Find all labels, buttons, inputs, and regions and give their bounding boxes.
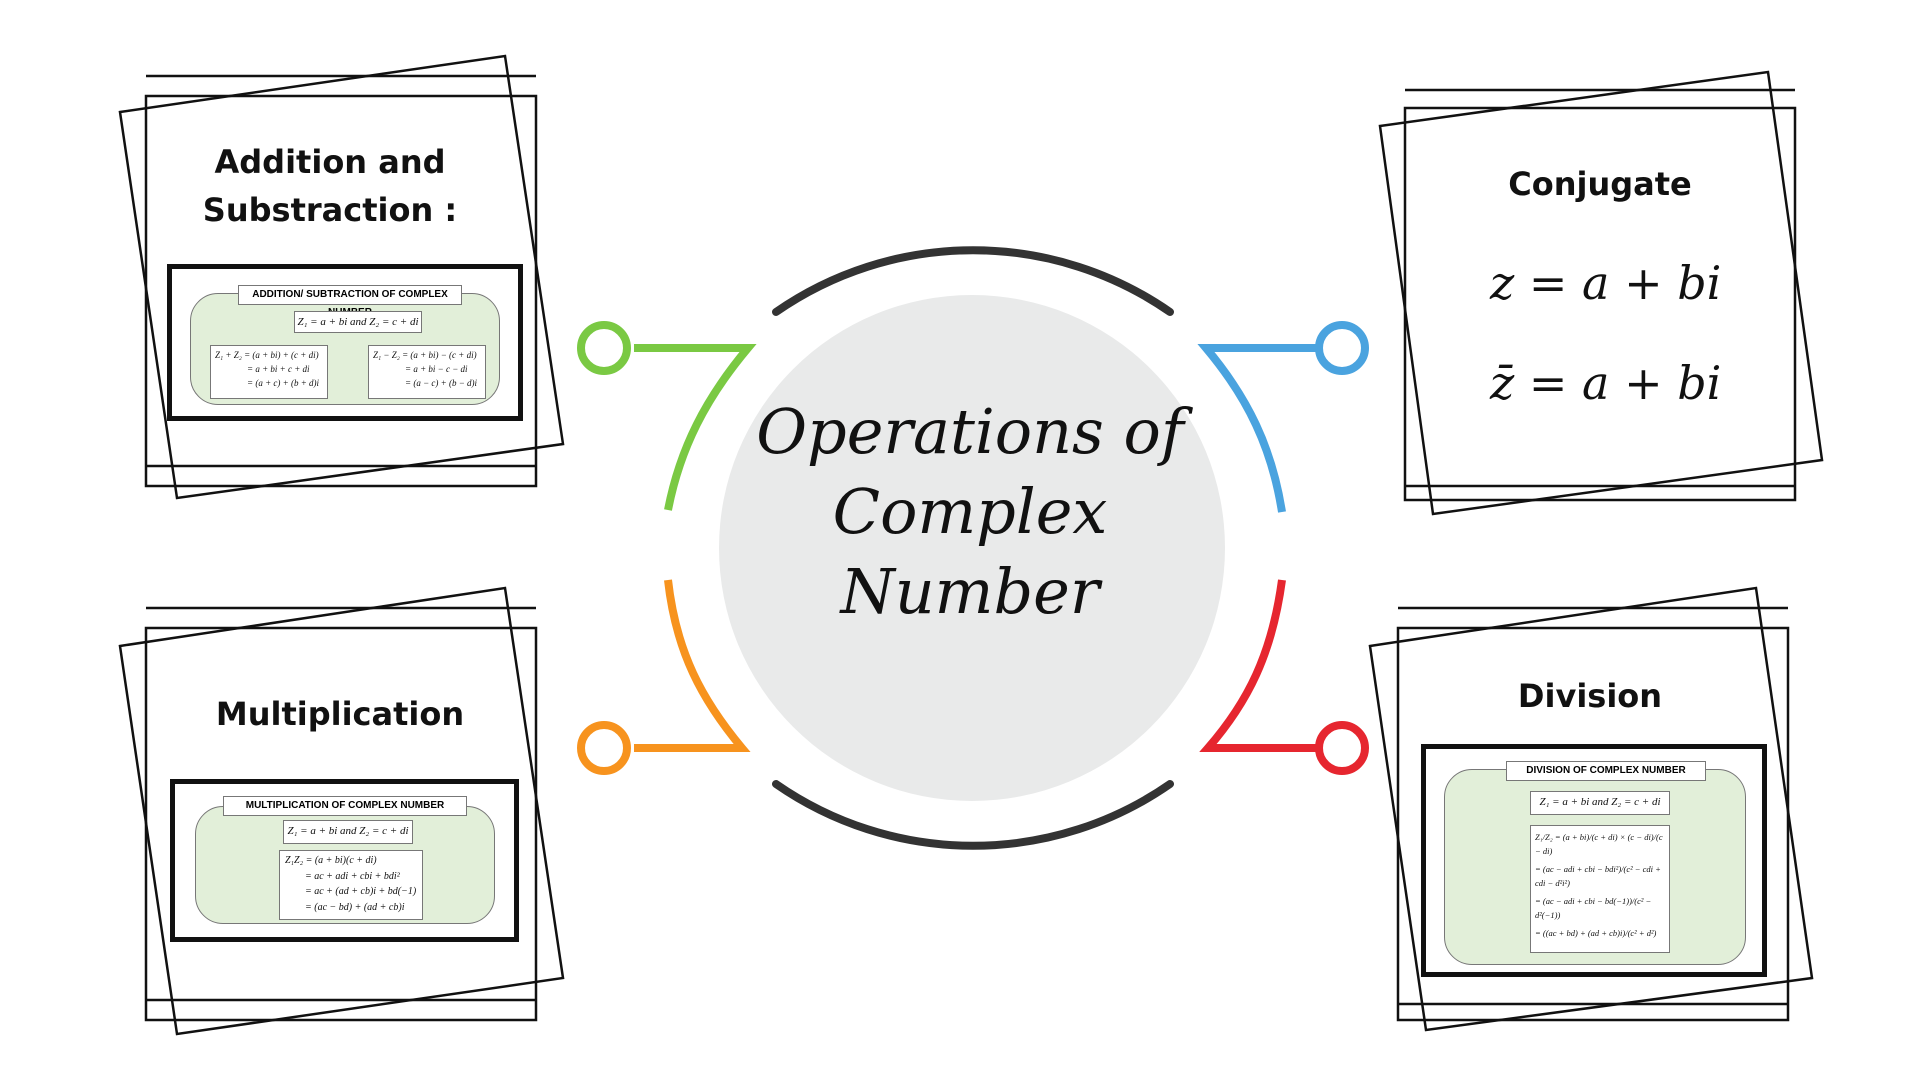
- bottom-arc: [772, 780, 1174, 850]
- division-definition: Z₁ = a + bi and Z₂ = c + di: [1530, 791, 1670, 815]
- addition-panel-header: ADDITION/ SUBTRACTION OF COMPLEX NUMBER: [238, 285, 462, 318]
- multiplication-line-3: = ac + (ad + cb)i + bd(−1): [305, 886, 417, 897]
- orange-node: [577, 721, 631, 775]
- center-circle: [719, 295, 1225, 801]
- orange-connector: [634, 579, 751, 752]
- center-title-line-3: Number: [840, 555, 1100, 628]
- addition-sum-line-1: Z₁ + Z₂ = (a + bi) + (c + di): [215, 350, 319, 360]
- addition-sum-line-2: = a + bi + c + di: [247, 364, 310, 374]
- multiplication-line-1: Z₁Z₂ = (a + bi)(c + di): [285, 855, 377, 866]
- addition-title-line-2: Substraction :: [202, 191, 458, 229]
- green-connector: [634, 344, 757, 511]
- division-line-3: = (ac − adi + cbi − bd(−1))/(c² − d²(−1)…: [1535, 896, 1652, 920]
- center-title-line-1: Operations of: [756, 395, 1184, 468]
- center-title-line-2: Complex: [832, 475, 1108, 548]
- conjugate-card-frames: [1378, 70, 1824, 516]
- division-panel: DIVISION OF COMPLEX NUMBER Z₁ = a + bi a…: [1421, 744, 1767, 977]
- green-node: [577, 321, 631, 375]
- addition-sum-line-3: = (a + c) + (b + d)i: [247, 378, 320, 388]
- multiplication-steps-box: Z₁Z₂ = (a + bi)(c + di) = ac + adi + cbi…: [279, 850, 423, 920]
- multiplication-card-title: Multiplication: [215, 695, 465, 733]
- multiplication-card-frames: [118, 586, 565, 1036]
- multiplication-line-4: = (ac − bd) + (ad + cb)i: [305, 901, 405, 913]
- addition-difference-box: Z₁ − Z₂ = (a + bi) − (c + di) = a + bi −…: [368, 345, 486, 399]
- blue-node: [1315, 321, 1369, 375]
- division-panel-header: DIVISION OF COMPLEX NUMBER: [1506, 761, 1706, 781]
- addition-sum-box: Z₁ + Z₂ = (a + bi) + (c + di) = a + bi +…: [210, 345, 328, 399]
- division-card-frames: [1368, 586, 1814, 1032]
- center-title: Operations of Complex Number: [720, 392, 1220, 632]
- multiplication-definition: Z₁ = a + bi and Z₂ = c + di: [283, 820, 413, 844]
- multiplication-panel: MULTIPLICATION OF COMPLEX NUMBER Z₁ = a …: [170, 779, 519, 942]
- conjugate-card-title: Conjugate: [1508, 165, 1692, 203]
- addition-title-line-1: Addition and: [214, 143, 446, 181]
- red-node: [1315, 721, 1369, 775]
- division-line-4: = ((ac + bd) + (ad + cb)i)/(c² + d²): [1535, 928, 1657, 938]
- division-steps-box: Z₁/Z₂ = (a + bi)/(c + di) × (c − di)/(c …: [1530, 825, 1670, 953]
- division-line-1: Z₁/Z₂ = (a + bi)/(c + di) × (c − di)/(c …: [1535, 832, 1663, 856]
- conjugate-line-2: z̄ = a + bi: [1490, 356, 1722, 410]
- addition-card-frames: [118, 54, 565, 500]
- division-line-2: = (ac − adi + cbi − bdi²)/(c² − cdi + cd…: [1535, 864, 1661, 888]
- addition-diff-line-1: Z₁ − Z₂ = (a + bi) − (c + di): [373, 350, 477, 360]
- addition-panel: ADDITION/ SUBTRACTION OF COMPLEX NUMBER …: [167, 264, 523, 421]
- division-card-title: Division: [1517, 677, 1663, 715]
- top-arc: [772, 246, 1174, 316]
- addition-diff-line-2: = a + bi − c − di: [405, 364, 468, 374]
- multiplication-line-2: = ac + adi + cbi + bdi²: [305, 870, 400, 882]
- blue-connector: [1197, 344, 1318, 513]
- addition-definition: Z₁ = a + bi and Z₂ = c + di: [294, 311, 422, 333]
- red-connector: [1199, 579, 1318, 752]
- multiplication-panel-header: MULTIPLICATION OF COMPLEX NUMBER: [223, 796, 467, 816]
- addition-card-title: Addition and Substraction :: [160, 138, 500, 234]
- addition-diff-line-3: = (a − c) + (b − d)i: [405, 378, 478, 388]
- conjugate-line-1: z = a + bi: [1490, 256, 1722, 310]
